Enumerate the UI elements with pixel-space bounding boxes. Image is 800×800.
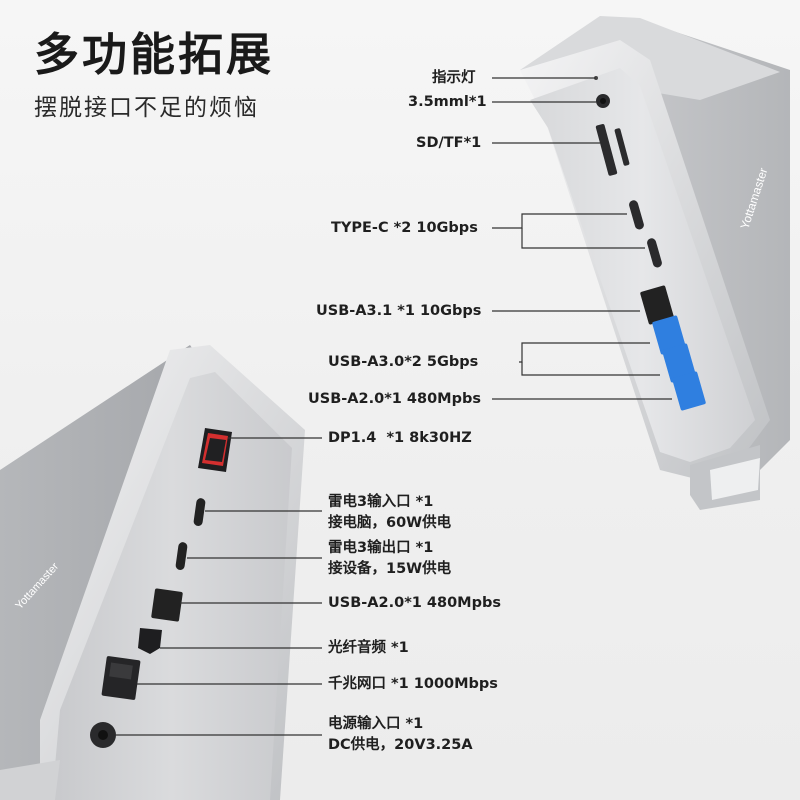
- thunderbolt-out-port: [175, 542, 188, 570]
- label-thunderbolt-out: 雷电3输出口 *1 接设备，15W供电: [328, 538, 451, 580]
- label-usb-a20-bottom: USB-A2.0*1 480Mpbs: [328, 595, 502, 611]
- page-headline: 多功能拓展: [34, 28, 275, 81]
- label-ethernet: 千兆网口 *1 1000Mbps: [328, 676, 498, 692]
- usb-a20-port-bottom: [151, 588, 183, 622]
- label-optical-audio: 光纤音频 *1: [328, 640, 409, 656]
- label-displayport: DP1.4 *1 8k30HZ: [328, 430, 472, 446]
- label-usb-a30: USB-A3.0*2 5Gbps: [328, 354, 479, 370]
- sd-tf-card-slots: [595, 124, 630, 176]
- bottom-device: Yottamaster: [0, 345, 305, 800]
- label-indicator-light: 指示灯: [432, 70, 476, 86]
- thunderbolt-in-port: [193, 498, 206, 526]
- type-c-ports: [629, 200, 662, 268]
- label-thunderbolt-in: 雷电3输入口 *1 接电脑，60W供电: [328, 492, 451, 534]
- usb-a20-port-top: [672, 371, 706, 411]
- label-usb-a20-top: USB-A2.0*1 480Mpbs: [308, 391, 482, 407]
- displayport-port: [198, 428, 232, 472]
- label-thunderbolt-in-line2: 接电脑，60W供电: [328, 515, 452, 531]
- label-thunderbolt-out-line1: 雷电3输出口 *1: [328, 540, 434, 556]
- label-dc-power-line1: 电源输入口 *1: [328, 716, 424, 732]
- label-thunderbolt-in-line1: 雷电3输入口 *1: [328, 494, 434, 510]
- label-dc-power-line2: DC供电，20V3.25A: [328, 737, 473, 753]
- top-device: Yottamaster: [520, 16, 790, 510]
- dc-power-port: [90, 722, 116, 748]
- audio-jack-port: [596, 94, 610, 108]
- label-sd-tf: SD/TF*1: [416, 135, 482, 151]
- usb-a30-ports: [652, 315, 696, 383]
- leader-lines: [116, 77, 672, 736]
- label-audio-jack: 3.5mml*1: [408, 94, 487, 110]
- ethernet-port: [101, 656, 141, 700]
- page-subheadline: 摆脱接口不足的烦恼: [34, 95, 259, 121]
- label-thunderbolt-out-line2: 接设备，15W供电: [328, 561, 452, 577]
- optical-audio-port: [138, 628, 162, 654]
- label-dc-power: 电源输入口 *1 DC供电，20V3.25A: [328, 714, 473, 756]
- label-usb-a31: USB-A3.1 *1 10Gbps: [316, 303, 482, 319]
- usb-a31-port: [640, 285, 674, 325]
- label-type-c: TYPE-C *2 10Gbps: [331, 220, 478, 236]
